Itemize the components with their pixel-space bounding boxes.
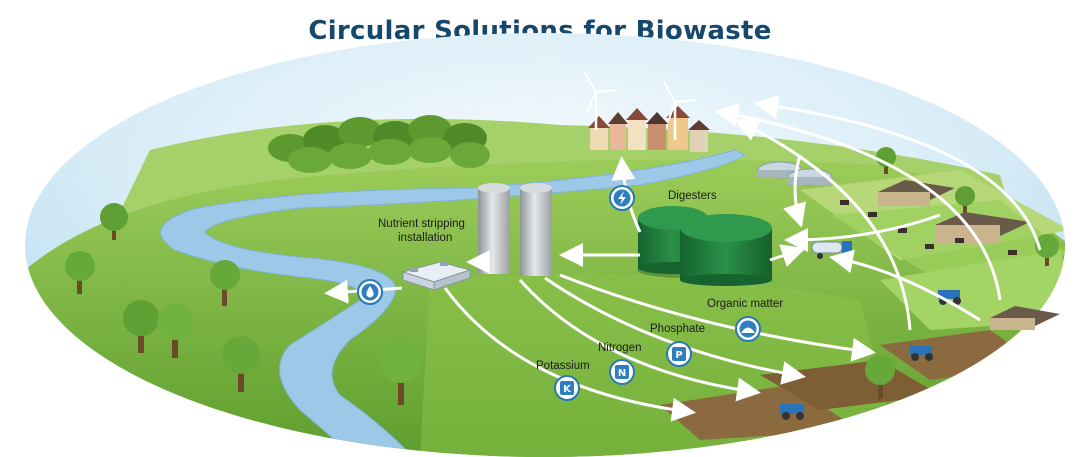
wind-turbine-icon (583, 71, 618, 130)
label-phosphate: Phosphate (650, 323, 705, 335)
arrow-phosphate (544, 276, 806, 385)
phosphate-icon: P (666, 341, 692, 367)
potassium-badge-letter: K (563, 384, 572, 395)
barn (935, 212, 1030, 243)
village (588, 106, 710, 152)
arrow-nitrogen (518, 279, 761, 402)
arrow-organic-matter (559, 273, 876, 362)
label-nitrogen: Nitrogen (598, 342, 641, 354)
organic-matter-icon (735, 316, 761, 342)
tree-icon (100, 203, 128, 240)
potassium-icon: K (554, 375, 580, 401)
tree-icon (210, 260, 240, 306)
tree-icon (222, 336, 260, 392)
water-drop-icon (357, 279, 383, 305)
nitrogen-badge-letter: N (618, 368, 626, 379)
wind-turbine-icon (663, 81, 697, 140)
foreground-meadow (420, 273, 900, 457)
label-nutrient-stripping-1: Nutrient stripping (378, 218, 465, 230)
nitrogen-icon: N (609, 359, 635, 385)
treatment-tanks (757, 161, 833, 186)
tree-icon (865, 355, 895, 399)
barn (990, 306, 1060, 330)
nutrient-stripping-installation (401, 261, 472, 291)
label-potassium: Potassium (536, 360, 590, 372)
cow-icon (840, 200, 1017, 255)
tree-icon (380, 341, 422, 405)
label-nutrient-stripping-2: installation (398, 232, 452, 244)
storage-silos (478, 183, 552, 276)
arrow-potassium (443, 287, 696, 422)
lightning-icon (609, 185, 635, 211)
label-organic-matter: Organic matter (707, 298, 783, 310)
tractor-icon (910, 346, 933, 361)
river (160, 149, 747, 457)
phosphate-badge-letter: P (675, 350, 682, 361)
tree-icon (123, 300, 193, 358)
tractor-icon (780, 404, 804, 420)
forest (268, 115, 490, 173)
tree-icon (65, 251, 95, 294)
label-digesters: Digesters (668, 190, 717, 202)
digesters (637, 206, 772, 286)
arrow-fields-to-village-1 (714, 103, 1002, 301)
